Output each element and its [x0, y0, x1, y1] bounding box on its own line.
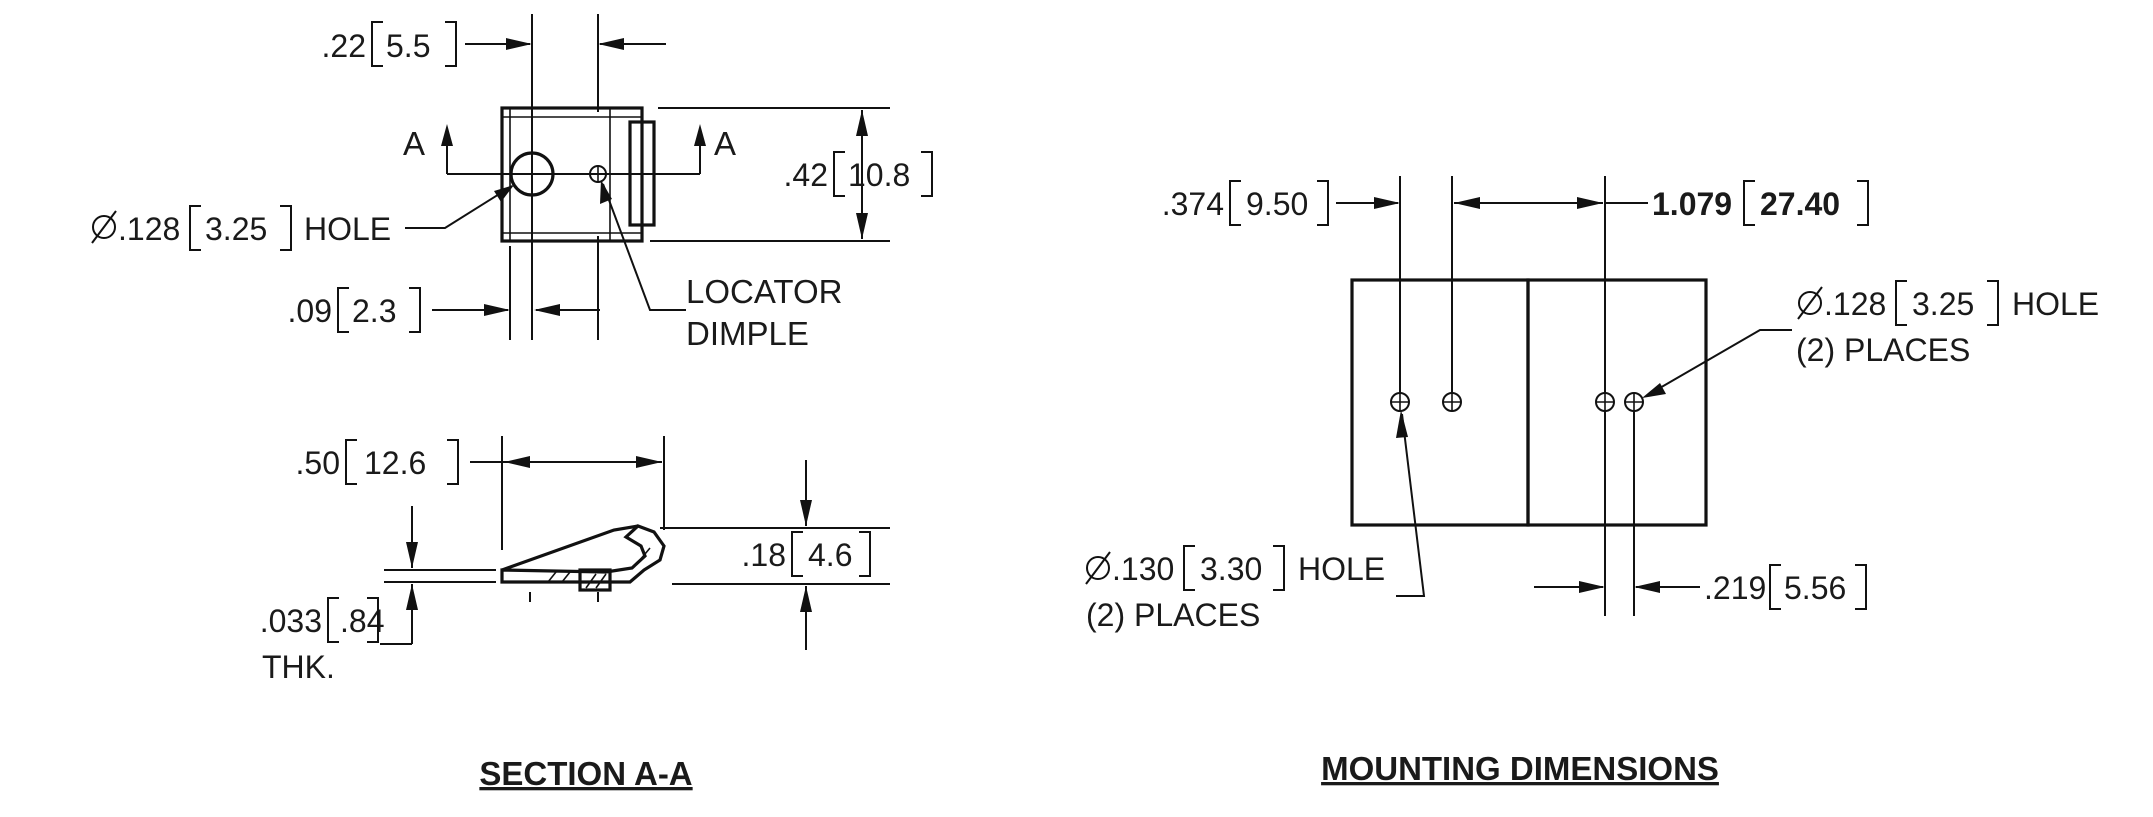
svg-text:.18: .18 — [742, 537, 786, 573]
svg-text:3.25: 3.25 — [205, 211, 267, 247]
section-aa-top-view: A A .22 5.5 .42 10.8 — [91, 14, 933, 352]
svg-text:.50: .50 — [296, 445, 340, 481]
label-hole-right: .128 3.25 HOLE (2) PLACES — [1796, 280, 2099, 368]
section-mark-right: A — [714, 125, 736, 162]
svg-text:3.25: 3.25 — [1912, 286, 1974, 322]
dim-mount-left: .374 9.50 — [1162, 180, 1329, 226]
dim-mount-span: 1.079 27.40 — [1652, 180, 1869, 226]
svg-text:.42: .42 — [784, 157, 828, 193]
svg-text:9.50: 9.50 — [1246, 186, 1308, 222]
title-section-aa: SECTION A-A — [479, 755, 692, 792]
svg-text:3.30: 3.30 — [1200, 551, 1262, 587]
mounting-pad-right — [1526, 278, 1708, 527]
section-mark-left: A — [403, 125, 425, 162]
dim-thickness: .033 .84 THK. — [260, 597, 384, 685]
svg-text:(2) PLACES: (2) PLACES — [1086, 597, 1260, 633]
dim-hole-offset: .09 2.3 — [288, 287, 421, 333]
svg-text:12.6: 12.6 — [364, 445, 426, 481]
dim-clip-side-height: .18 4.6 — [742, 531, 871, 577]
mounting-pad-left — [1350, 278, 1530, 527]
dim-clip-width: .22 5.5 — [322, 21, 457, 67]
svg-text:THK.: THK. — [262, 649, 335, 685]
svg-text:.374: .374 — [1162, 186, 1224, 222]
svg-text:.130: .130 — [1112, 551, 1174, 587]
dim-mount-right: .219 5.56 — [1704, 564, 1867, 610]
svg-text:HOLE: HOLE — [2012, 286, 2099, 322]
svg-text:.22: .22 — [322, 28, 366, 64]
dim-clip-length: .50 12.6 — [296, 439, 459, 485]
svg-text:5.56: 5.56 — [1784, 570, 1846, 606]
label-locator: LOCATOR — [686, 273, 842, 310]
svg-text:.128: .128 — [118, 211, 180, 247]
svg-text:4.6: 4.6 — [808, 537, 852, 573]
svg-text:27.40: 27.40 — [1760, 186, 1840, 222]
svg-text:.033: .033 — [260, 603, 322, 639]
label-hole-left: .130 3.30 HOLE (2) PLACES — [1085, 545, 1385, 633]
svg-text:HOLE: HOLE — [1298, 551, 1385, 587]
svg-text:2.3: 2.3 — [352, 293, 396, 329]
svg-text:(2) PLACES: (2) PLACES — [1796, 332, 1970, 368]
diameter-icon — [1085, 551, 1111, 585]
hole-left-a — [1390, 392, 1410, 412]
svg-text:.128: .128 — [1824, 286, 1886, 322]
hole-left-b — [1442, 392, 1462, 412]
svg-text:10.8: 10.8 — [848, 157, 910, 193]
label-dimple: DIMPLE — [686, 315, 809, 352]
svg-text:1.079: 1.079 — [1652, 186, 1732, 222]
diameter-icon — [91, 210, 117, 244]
hole-right-a — [1595, 392, 1615, 412]
title-mounting-dimensions: MOUNTING DIMENSIONS — [1321, 750, 1719, 787]
svg-text:HOLE: HOLE — [304, 211, 391, 247]
dim-clip-height: .42 10.8 — [784, 151, 933, 197]
clip-side-profile — [500, 524, 666, 584]
svg-text:.219: .219 — [1704, 570, 1766, 606]
svg-text:5.5: 5.5 — [386, 28, 430, 64]
diameter-icon — [1797, 286, 1823, 320]
mounting-dimensions: .374 9.50 1.079 27.40 .128 3.25 HOLE (2)… — [1085, 176, 2099, 633]
svg-text:.09: .09 — [288, 293, 332, 329]
label-hole-dia: .128 3.25 HOLE — [91, 205, 391, 251]
section-aa-side-view: .50 12.6 .18 4.6 .033 .84 — [260, 436, 890, 685]
hole-right-b — [1624, 392, 1644, 412]
